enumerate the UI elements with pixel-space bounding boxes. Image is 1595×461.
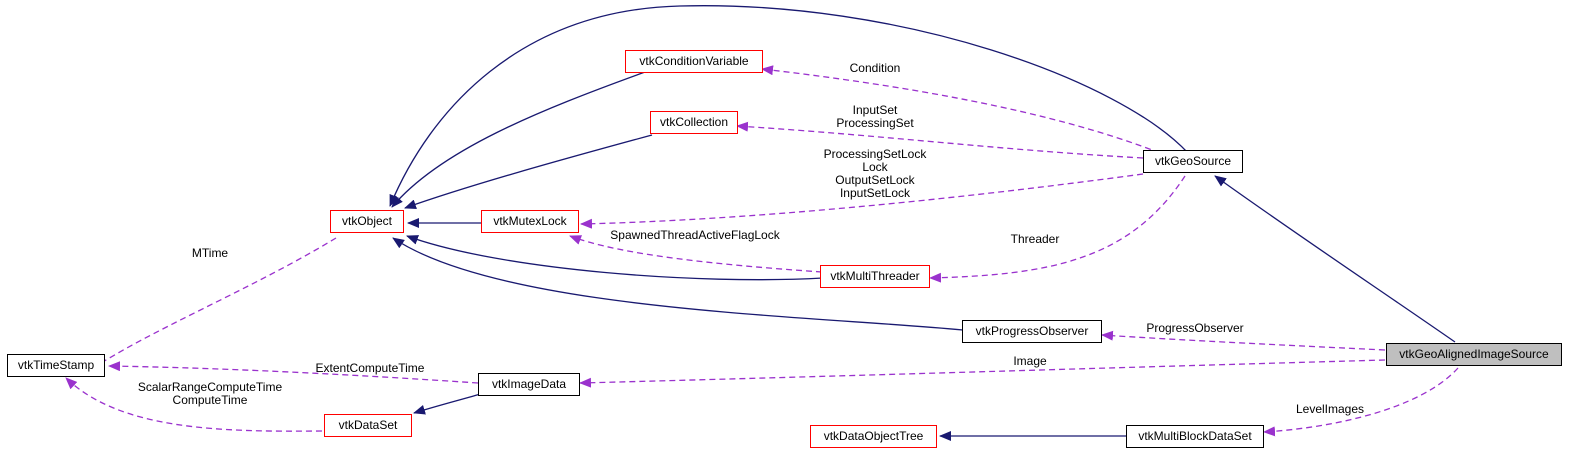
- edge-inputset: [736, 121, 1144, 159]
- edge-progressobserver-to-object: [392, 237, 964, 331]
- label-mtime: MTime: [191, 246, 229, 260]
- label-condition: Condition: [849, 61, 901, 75]
- label-locks: ProcessingSetLock Lock OutputSetLock Inp…: [823, 147, 927, 200]
- edge-threader: [929, 175, 1186, 283]
- label-scalarrangecomputetime: ScalarRangeComputeTime ComputeTime: [137, 380, 283, 407]
- edge-locks: [580, 173, 1144, 229]
- node-vtkcollection[interactable]: vtkCollection: [650, 111, 738, 134]
- edge-conditionvariable-to-object: [391, 71, 646, 208]
- label-inputset: InputSet ProcessingSet: [836, 103, 914, 130]
- node-vtkmultithreader[interactable]: vtkMultiThreader: [820, 265, 930, 288]
- label-spawned: SpawnedThreadActiveFlagLock: [610, 228, 780, 242]
- node-vtkdataobjecttree[interactable]: vtkDataObjectTree: [810, 425, 937, 448]
- edge-geosource-to-object: [389, 5, 1189, 207]
- node-vtkmultiblockdataset[interactable]: vtkMultiBlockDataSet: [1126, 425, 1264, 448]
- edge-progress: [1101, 330, 1386, 351]
- edge-imagedata-to-dataset: [413, 392, 485, 415]
- label-image: Image: [1013, 354, 1047, 368]
- label-levelimages: LevelImages: [1295, 402, 1365, 416]
- edge-multithreader-to-object: [406, 235, 824, 281]
- node-vtkgeoalignedimagesource[interactable]: vtkGeoAlignedImageSource: [1386, 343, 1562, 366]
- edge-extent: [108, 361, 479, 384]
- node-vtktimestamp[interactable]: vtkTimeStamp: [7, 354, 105, 377]
- edge-collection-to-object: [404, 134, 653, 210]
- node-vtkconditionvariable[interactable]: vtkConditionVariable: [625, 50, 763, 73]
- node-vtkdataset[interactable]: vtkDataSet: [324, 414, 412, 437]
- edge-image: [579, 359, 1386, 388]
- node-vtkimagedata[interactable]: vtkImageData: [478, 373, 580, 396]
- edge-spawned: [569, 235, 823, 273]
- edge-alignedimage-to-geosource: [1214, 175, 1456, 343]
- edge-condition: [761, 65, 1161, 154]
- node-vtkmutexlock[interactable]: vtkMutexLock: [481, 210, 579, 233]
- node-vtkprogressobserver[interactable]: vtkProgressObserver: [962, 320, 1102, 343]
- label-progressobserver: ProgressObserver: [1146, 321, 1244, 335]
- node-vtkgeosource[interactable]: vtkGeoSource: [1143, 150, 1243, 173]
- node-vtkobject[interactable]: vtkObject: [330, 210, 404, 233]
- label-extentcomputetime: ExtentComputeTime: [315, 361, 425, 375]
- label-threader: Threader: [1010, 232, 1060, 246]
- edge-levelimages: [1263, 367, 1459, 437]
- edge-mtime: [86, 237, 337, 373]
